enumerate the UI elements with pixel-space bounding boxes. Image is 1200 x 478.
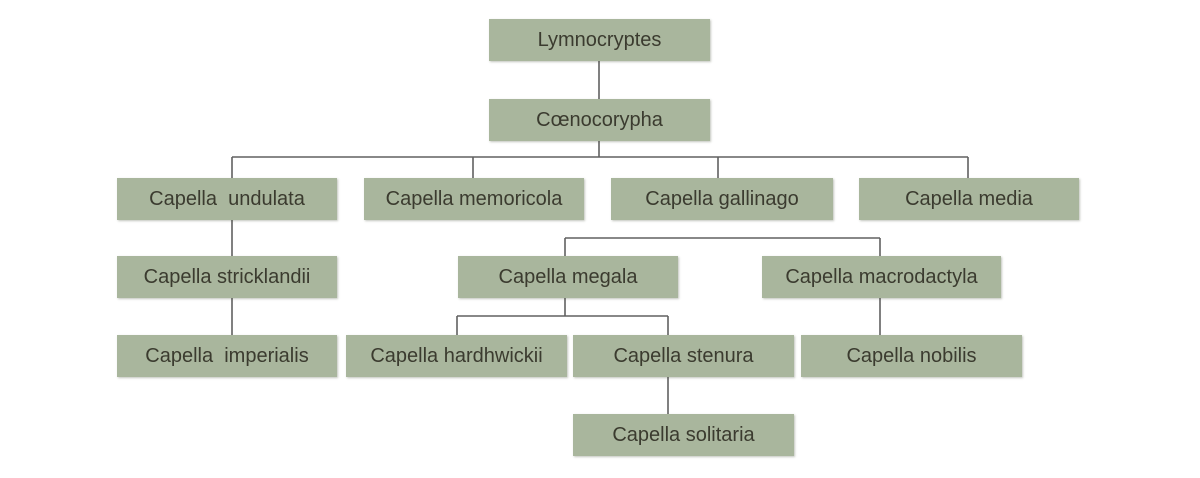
node-capella-media: Capella media (859, 178, 1079, 220)
node-capella-gallinago: Capella gallinago (611, 178, 833, 220)
node-capella-solitaria: Capella solitaria (573, 414, 794, 456)
node-coenocorypha: Cœnocorypha (489, 99, 710, 141)
node-capella-hardhwickii: Capella hardhwickii (346, 335, 567, 377)
node-lymnocryptes: Lymnocryptes (489, 19, 710, 61)
node-capella-imperialis: Capella imperialis (117, 335, 337, 377)
node-capella-undulata: Capella undulata (117, 178, 337, 220)
node-capella-memoricola: Capella memoricola (364, 178, 584, 220)
node-capella-megala: Capella megala (458, 256, 678, 298)
node-capella-stenura: Capella stenura (573, 335, 794, 377)
node-capella-stricklandii: Capella stricklandii (117, 256, 337, 298)
node-capella-nobilis: Capella nobilis (801, 335, 1022, 377)
node-capella-macrodactyla: Capella macrodactyla (762, 256, 1001, 298)
